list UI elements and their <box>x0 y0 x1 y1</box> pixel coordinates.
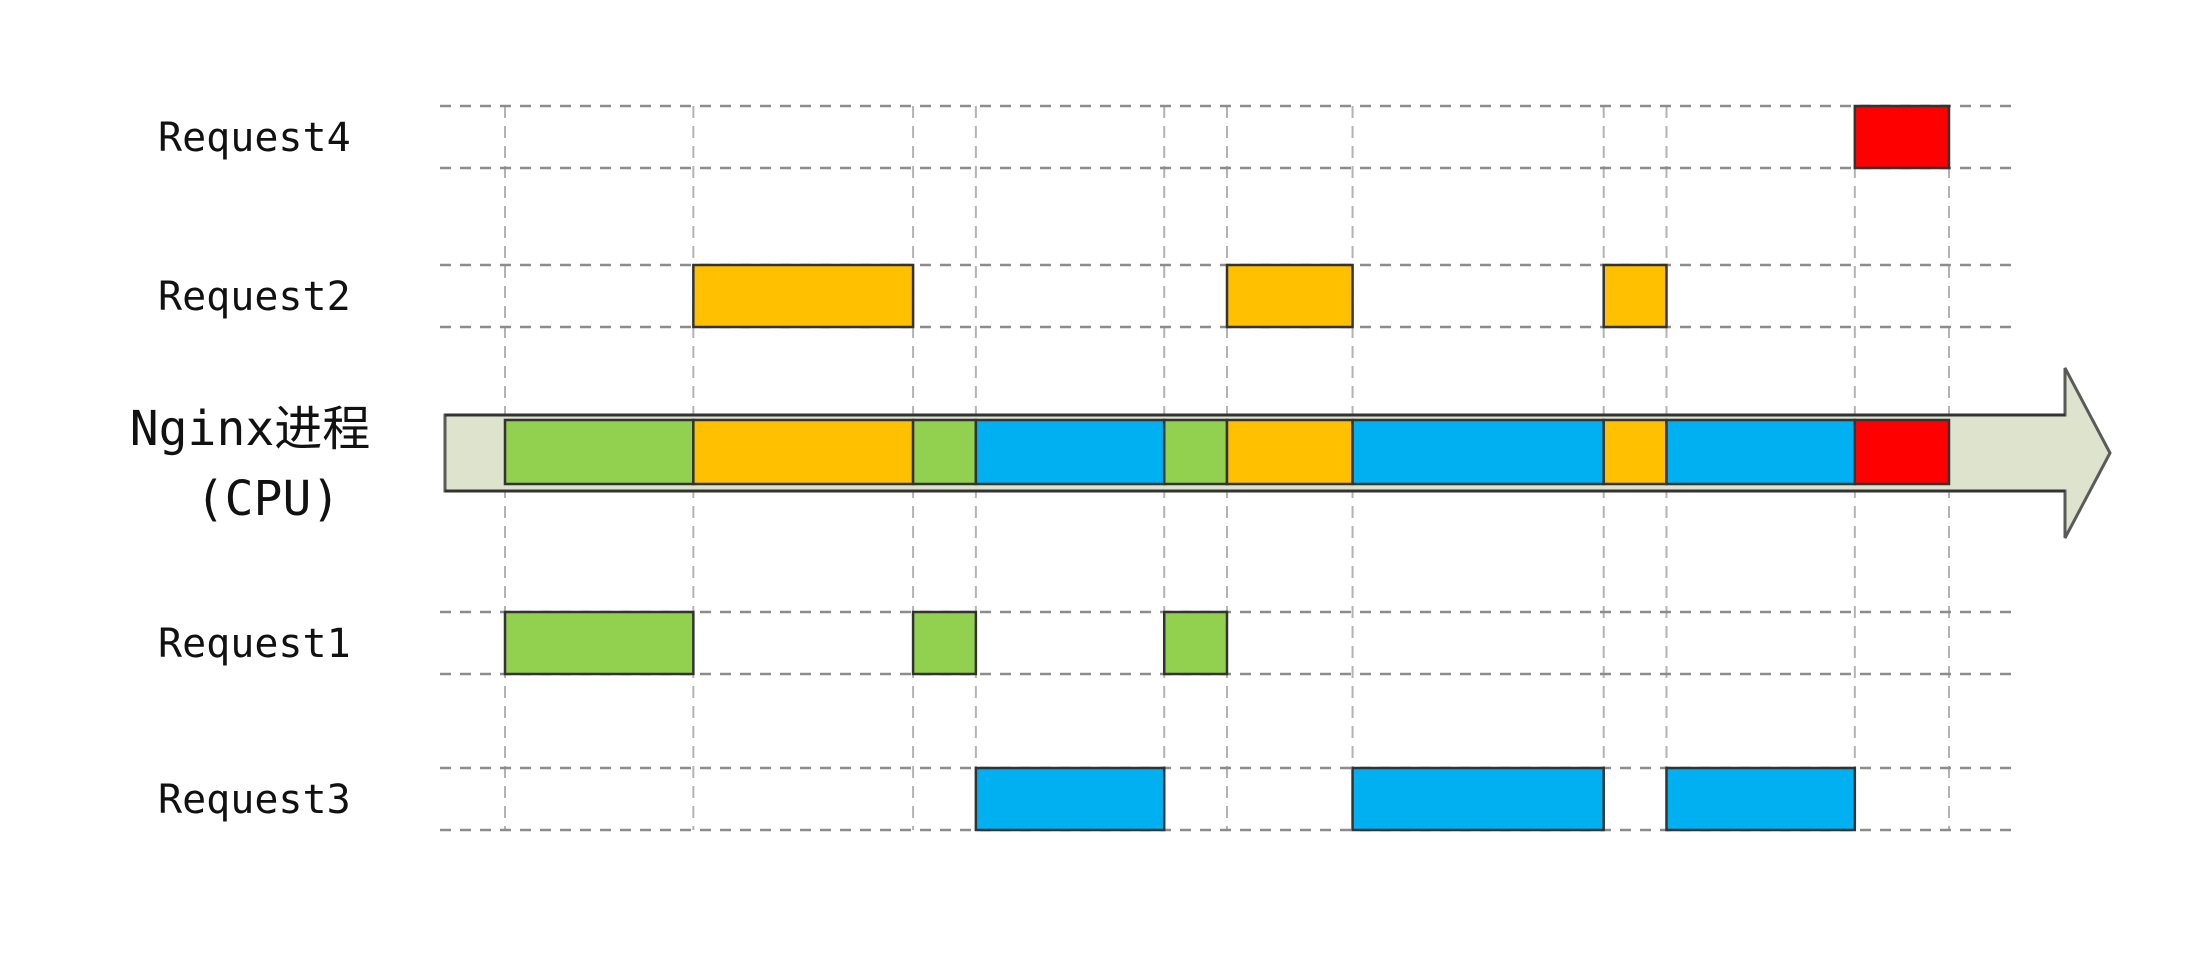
cpu-segment <box>503 418 695 486</box>
cpu-segment <box>911 418 978 486</box>
cpu-segments <box>503 418 1951 486</box>
request1-lane: Request1 <box>158 610 2015 676</box>
cpu-label-cpu: (CPU) <box>196 471 341 527</box>
request2-segment <box>1602 263 1668 329</box>
request4-segment <box>1853 104 1951 170</box>
cpu-segment <box>1602 418 1668 486</box>
request3-segment <box>1665 766 1857 832</box>
request1-segment <box>911 610 978 676</box>
cpu-segment <box>1665 418 1857 486</box>
request3-lane: Request3 <box>158 766 2015 832</box>
request3-segment <box>974 766 1166 832</box>
cpu-label-process: Nginx进程 <box>130 401 371 457</box>
cpu-segment <box>974 418 1166 486</box>
cpu-segment <box>1162 418 1229 486</box>
cpu-segment <box>1853 418 1951 486</box>
cpu-segment <box>1225 418 1354 486</box>
request2-segment <box>692 263 915 329</box>
request1-label: Request1 <box>158 621 351 667</box>
request3-label: Request3 <box>158 777 351 823</box>
cpu-segment <box>692 418 915 486</box>
request2-label: Request2 <box>158 274 351 320</box>
request1-segment <box>1162 610 1229 676</box>
request4-lane: Request4 <box>158 104 2015 170</box>
request3-segment <box>1351 766 1605 832</box>
request4-label: Request4 <box>158 115 351 161</box>
request1-segment <box>503 610 695 676</box>
request2-segment <box>1225 263 1354 329</box>
cpu-timeline <box>443 367 2112 539</box>
request2-lane: Request2 <box>158 263 2015 329</box>
cpu-segment <box>1351 418 1605 486</box>
